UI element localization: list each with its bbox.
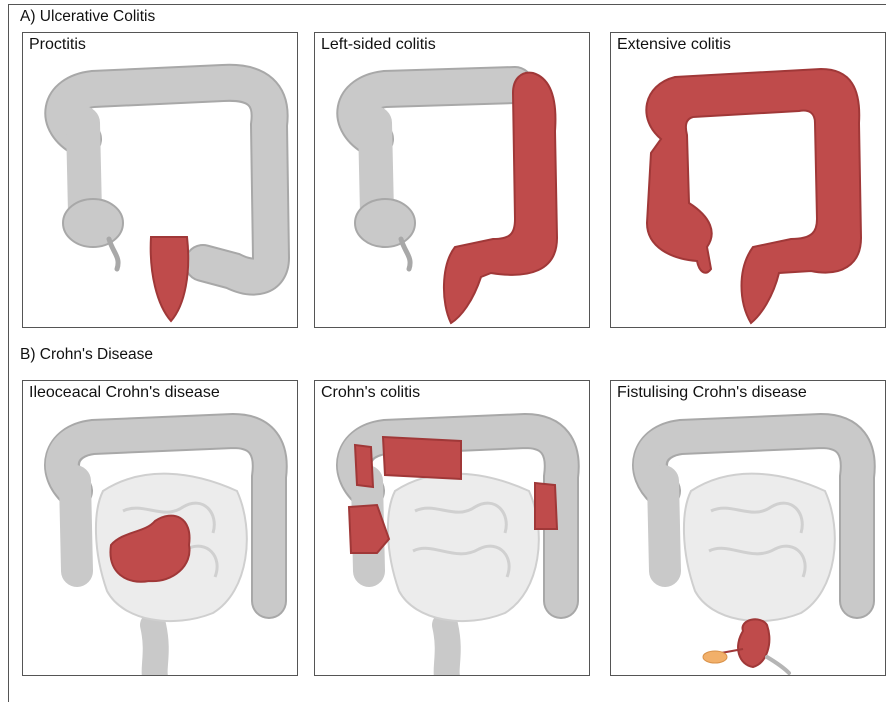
bowel-diagram-fistulising	[611, 381, 886, 676]
colon-diagram-proctitis	[23, 33, 298, 328]
panel-title-crohns-colitis: Crohn's colitis	[321, 384, 420, 402]
rectum-inflamed	[151, 237, 189, 321]
panel-fistulising-crohns: Fistulising Crohn's disease	[610, 380, 886, 676]
panel-title-left-sided-colitis: Left-sided colitis	[321, 36, 436, 54]
colon-inflamed	[444, 73, 557, 323]
panel-title-extensive-colitis: Extensive colitis	[617, 36, 731, 54]
colon-diagram-left-sided	[315, 33, 590, 328]
panel-title-fistulising-crohns: Fistulising Crohn's disease	[617, 384, 807, 402]
small-bowel	[388, 474, 539, 621]
section-label-crohns-disease: B) Crohn's Disease	[20, 346, 153, 364]
panel-crohns-colitis: Crohn's colitis	[314, 380, 590, 676]
panel-proctitis: Proctitis	[22, 32, 298, 328]
colon-diagram-extensive	[611, 33, 886, 328]
section-label-ulcerative-colitis: A) Ulcerative Colitis	[20, 8, 155, 26]
panel-left-sided-colitis: Left-sided colitis	[314, 32, 590, 328]
rectum-fistula	[703, 619, 789, 673]
small-bowel	[684, 474, 835, 621]
panel-extensive-colitis: Extensive colitis	[610, 32, 886, 328]
panel-ileoceacal-crohns: Ileoceacal Crohn's disease	[22, 380, 298, 676]
bowel-diagram-ileoceacal	[23, 381, 298, 676]
panel-title-proctitis: Proctitis	[29, 36, 86, 54]
panel-title-ileoceacal-crohns: Ileoceacal Crohn's disease	[29, 384, 220, 402]
bowel-diagram-crohns-colitis	[315, 381, 590, 676]
colon-inflamed	[646, 69, 861, 323]
